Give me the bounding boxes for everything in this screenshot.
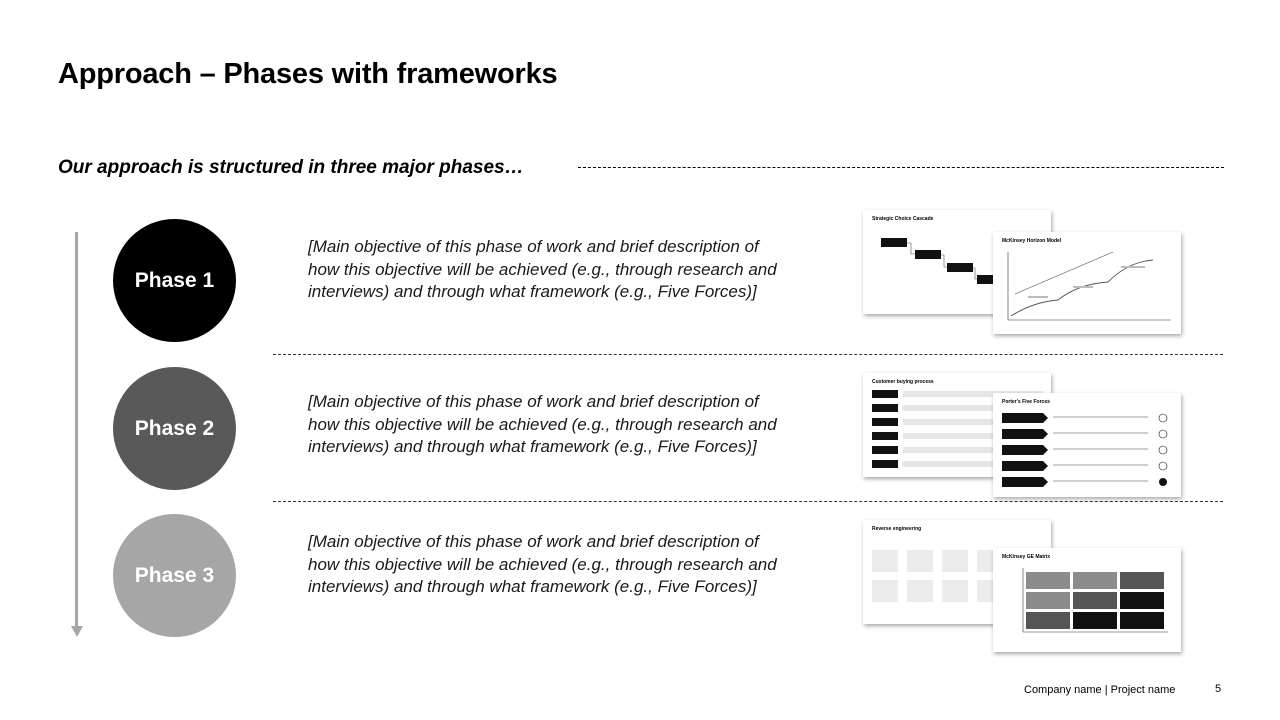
thumbnail-ge-matrix: McKinsey GE Matrix (993, 548, 1181, 652)
page-number: 5 (1215, 683, 1222, 695)
row-divider-2 (273, 501, 1223, 502)
phase-1-circle: Phase 1 (113, 219, 236, 342)
phase-2-circle: Phase 2 (113, 367, 236, 490)
row-divider-1 (273, 354, 1223, 355)
phase-3-label: Phase 3 (134, 563, 215, 587)
thumbnail-five-forces: Porter's Five Forces (993, 393, 1181, 497)
footer-company-project: Company name | Project name (1024, 684, 1176, 696)
thumb-title: Porter's Five Forces (1002, 399, 1050, 405)
slide-subtitle: Our approach is structured in three majo… (58, 157, 524, 178)
thumb-title: McKinsey Horizon Model (1002, 238, 1062, 244)
phase-3-description: [Main objective of this phase of work an… (308, 532, 777, 596)
timeline-arrow-line (75, 232, 78, 628)
phase-2-label: Phase 2 (134, 416, 215, 440)
thumbnail-horizon-model: McKinsey Horizon Model (993, 232, 1181, 334)
thumb-title: Reverse engineering (872, 526, 921, 532)
thumb-title: McKinsey GE Matrix (1002, 554, 1050, 560)
thumb-title: Customer buying process (872, 379, 934, 385)
phase-3-circle: Phase 3 (113, 514, 236, 637)
thumb-title: Strategic Choice Cascade (872, 216, 934, 222)
subtitle-dashed-divider (578, 167, 1224, 168)
phase-1-label: Phase 1 (134, 268, 215, 292)
phase-1-description: [Main objective of this phase of work an… (308, 237, 777, 301)
phase-2-description: [Main objective of this phase of work an… (308, 392, 777, 456)
slide-title: Approach – Phases with frameworks (58, 58, 558, 90)
timeline-arrow-head-icon (71, 626, 83, 637)
